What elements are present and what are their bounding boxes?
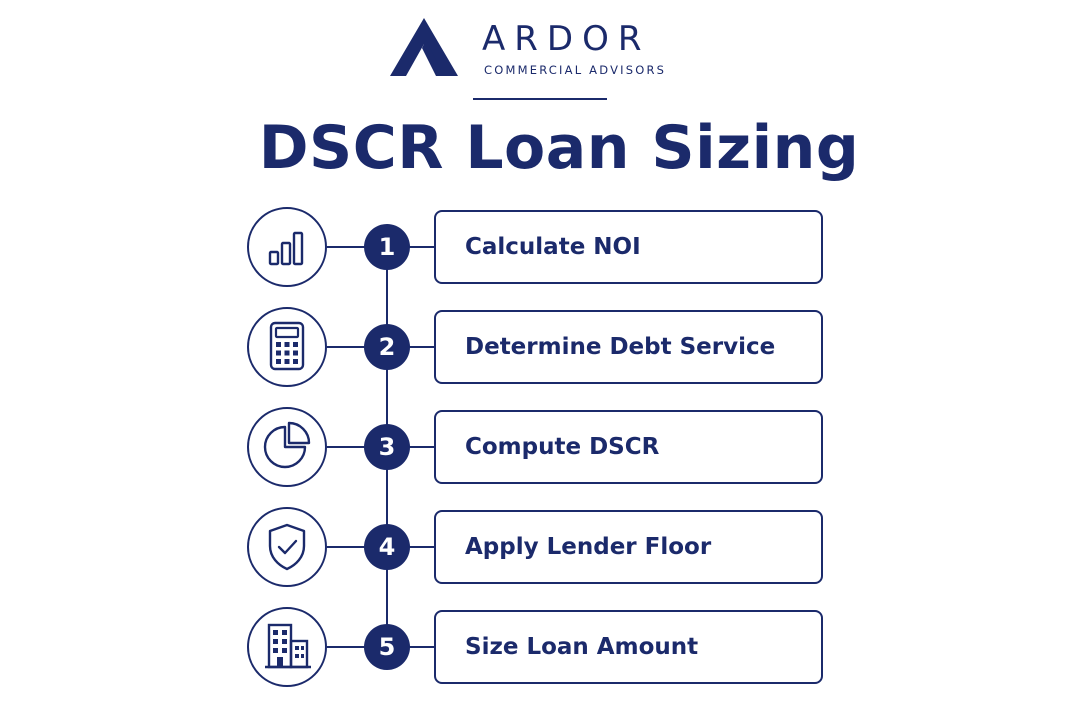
step-1-box: Calculate NOI xyxy=(434,210,823,284)
pie-chart-icon xyxy=(263,421,311,469)
page-title: DSCR Loan Sizing xyxy=(258,113,860,183)
step-5-box: Size Loan Amount xyxy=(434,610,823,684)
step-2-icon-circle xyxy=(247,307,327,387)
step-1-number: 1 xyxy=(364,224,410,270)
step-4-label: Apply Lender Floor xyxy=(465,534,712,560)
calculator-icon xyxy=(269,321,305,371)
step-1-label: Calculate NOI xyxy=(465,234,641,260)
brand-tagline: COMMERCIAL ADVISORS xyxy=(484,63,667,77)
step-5-label: Size Loan Amount xyxy=(465,634,699,660)
building-icon xyxy=(265,623,311,669)
step-2-label: Determine Debt Service xyxy=(465,334,776,360)
step-3-label: Compute DSCR xyxy=(465,434,660,460)
step-4-icon-circle xyxy=(247,507,327,587)
shield-check-icon xyxy=(268,523,306,571)
step-3-number: 3 xyxy=(364,424,410,470)
step-2-box: Determine Debt Service xyxy=(434,310,823,384)
step-5-icon-circle xyxy=(247,607,327,687)
brand-header: ARDOR COMMERCIAL ADVISORS xyxy=(390,18,710,80)
step-3-box: Compute DSCR xyxy=(434,410,823,484)
step-1-icon-circle xyxy=(247,207,327,287)
step-4-number: 4 xyxy=(364,524,410,570)
bar-chart-icon xyxy=(268,231,304,266)
step-5-number: 5 xyxy=(364,624,410,670)
step-2-number: 2 xyxy=(364,324,410,370)
ardor-logo-icon xyxy=(390,18,458,76)
step-3-icon-circle xyxy=(247,407,327,487)
header-divider xyxy=(473,98,607,100)
brand-name: ARDOR xyxy=(482,19,651,59)
step-4-box: Apply Lender Floor xyxy=(434,510,823,584)
